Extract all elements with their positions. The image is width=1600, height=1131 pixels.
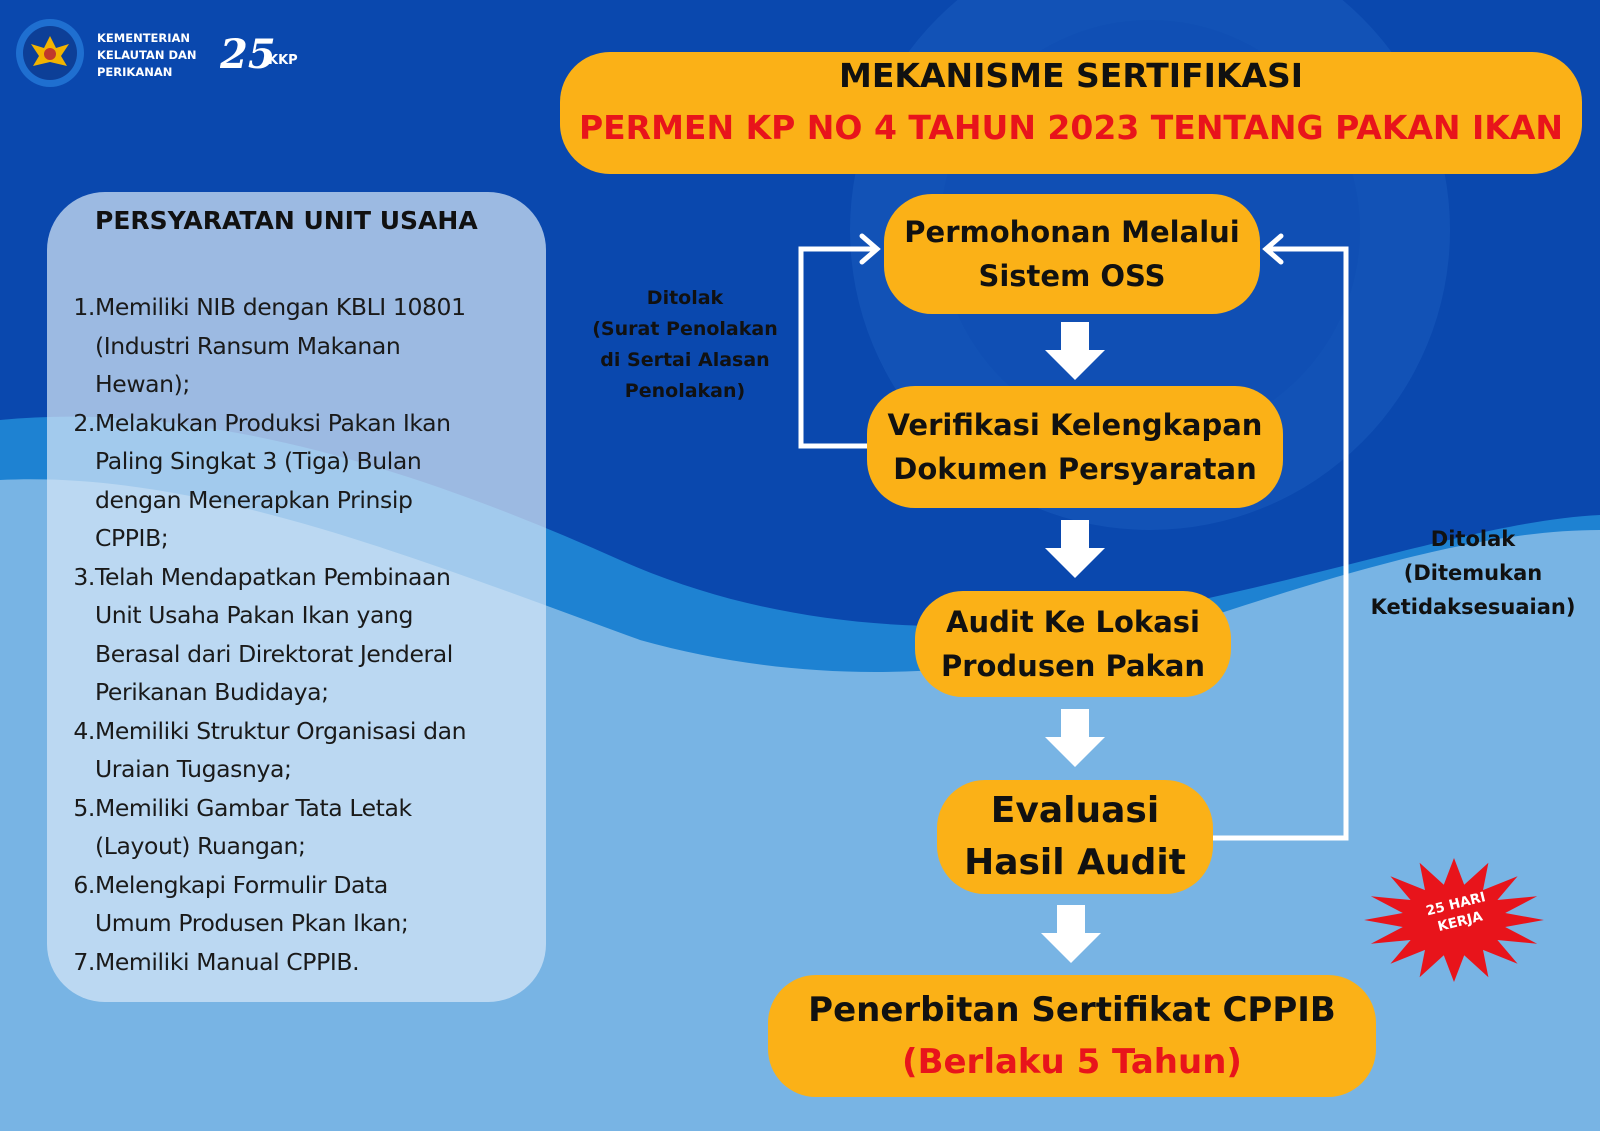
requirements-list: 1.Memiliki NIB dengan KBLI 10801 (Indust… (61, 288, 539, 981)
rejection-note-audit: Ditolak (Ditemukan Ketidaksesuaian) (1358, 522, 1588, 624)
requirement-number: 7. (73, 947, 95, 976)
anniversary-text: KKP (268, 53, 298, 68)
step-label: Permohonan Melalui (904, 215, 1240, 249)
arrowhead-icon (1262, 233, 1284, 265)
requirement-item: 1.Memiliki NIB dengan KBLI 10801 (Indust… (61, 288, 539, 404)
validity-label: (Berlaku 5 Tahun) (902, 1042, 1242, 1082)
down-arrows (1041, 322, 1105, 963)
requirement-item: 2.Melakukan Produksi Pakan Ikan Paling S… (61, 404, 539, 558)
step-evaluasi-audit: Evaluasi Hasil Audit (937, 780, 1213, 894)
step-label: Audit Ke Lokasi (946, 605, 1200, 639)
requirements-panel: PERSYARATAN UNIT USAHA 1.Memiliki NIB de… (47, 192, 546, 1002)
requirement-item: 3.Telah Mendapatkan Pembinaan Unit Usaha… (61, 558, 539, 712)
reject-loop-right (1210, 246, 1349, 841)
step-audit-lokasi: Audit Ke Lokasi Produsen Pakan (915, 591, 1231, 697)
title-regulation: PERMEN KP NO 4 TAHUN 2023 TENTANG PAKAN … (578, 108, 1564, 147)
title-banner: MEKANISME SERTIFIKASI PERMEN KP NO 4 TAH… (560, 52, 1582, 174)
rejection-line: di Sertai Alasan (600, 349, 770, 371)
step-label: Evaluasi (990, 790, 1160, 831)
step-label: Penerbitan Sertifikat CPPIB (808, 990, 1336, 1030)
requirement-item: 5.Memiliki Gambar Tata Letak (Layout) Ru… (61, 789, 539, 866)
step-label: Produsen Pakan (940, 649, 1206, 683)
ministry-name-line: KELAUTAN DAN (97, 48, 197, 62)
requirement-number: 1. (73, 293, 95, 321)
requirement-number: 2. (73, 408, 95, 437)
requirement-item: 7.Memiliki Manual CPPIB. (61, 943, 539, 982)
requirement-item: 4.Memiliki Struktur Organisasi dan Uraia… (61, 712, 539, 789)
requirement-number: 5. (73, 793, 95, 822)
step-verifikasi-dokumen: Verifikasi Kelengkapan Dokumen Persyarat… (867, 386, 1283, 508)
step-label: Dokumen Persyaratan (893, 452, 1257, 486)
rejection-line: Penolakan) (624, 380, 746, 402)
anniversary-number: 25 (220, 31, 276, 78)
step-penerbitan-sertifikat: Penerbitan Sertifikat CPPIB (Berlaku 5 T… (768, 975, 1376, 1097)
rejection-line: Ketidaksesuaian) (1370, 595, 1576, 619)
ministry-name-line: PERIKANAN (97, 65, 173, 79)
down-arrow-icon (1045, 322, 1105, 380)
requirement-number: 3. (73, 562, 95, 591)
requirements-heading: PERSYARATAN UNIT USAHA (95, 206, 478, 235)
requirement-text: Memiliki NIB dengan KBLI 10801 (Industri… (95, 293, 466, 398)
starburst-badge-icon (1364, 858, 1544, 982)
title-main: MEKANISME SERTIFIKASI (838, 56, 1304, 95)
starburst-shape (1364, 858, 1544, 982)
requirement-text: Memiliki Manual CPPIB. (95, 947, 360, 976)
arrowhead-icon (859, 233, 881, 265)
down-arrow-icon (1045, 709, 1105, 767)
requirement-item: 6.Melengkapi Formulir Data Umum Produsen… (61, 866, 539, 943)
ministry-emblem (16, 19, 84, 87)
rejection-line: (Surat Penolakan (592, 318, 778, 340)
step-label: Verifikasi Kelengkapan (887, 408, 1263, 442)
step-label: Hasil Audit (964, 842, 1186, 883)
reject-loop-left (798, 246, 879, 449)
step-label: Sistem OSS (978, 259, 1166, 293)
requirement-text: Telah Mendapatkan Pembinaan Unit Usaha P… (95, 562, 453, 707)
down-arrow-icon (1041, 905, 1101, 963)
rejection-line: (Ditemukan (1403, 561, 1543, 585)
requirement-text: Memiliki Struktur Organisasi dan Uraian … (95, 716, 467, 784)
ministry-name: KEMENTERIAN KELAUTAN DAN PERIKANAN (97, 30, 197, 81)
rejection-line: Ditolak (646, 287, 724, 309)
rejection-line: Ditolak (1430, 527, 1516, 551)
ministry-name-line: KEMENTERIAN (97, 31, 191, 45)
requirement-text: Memiliki Gambar Tata Letak (Layout) Ruan… (95, 793, 412, 861)
anniversary-logo: 25 KKP (220, 31, 298, 78)
down-arrow-icon (1045, 520, 1105, 578)
requirement-number: 6. (73, 870, 95, 899)
requirement-number: 4. (73, 716, 95, 745)
requirement-text: Melengkapi Formulir Data Umum Produsen P… (95, 870, 409, 938)
step-permohonan-oss: Permohonan Melalui Sistem OSS (884, 194, 1260, 314)
requirement-text: Melakukan Produksi Pakan Ikan Paling Sin… (95, 408, 451, 553)
rejection-note-documents: Ditolak (Surat Penolakan di Sertai Alasa… (580, 283, 790, 407)
